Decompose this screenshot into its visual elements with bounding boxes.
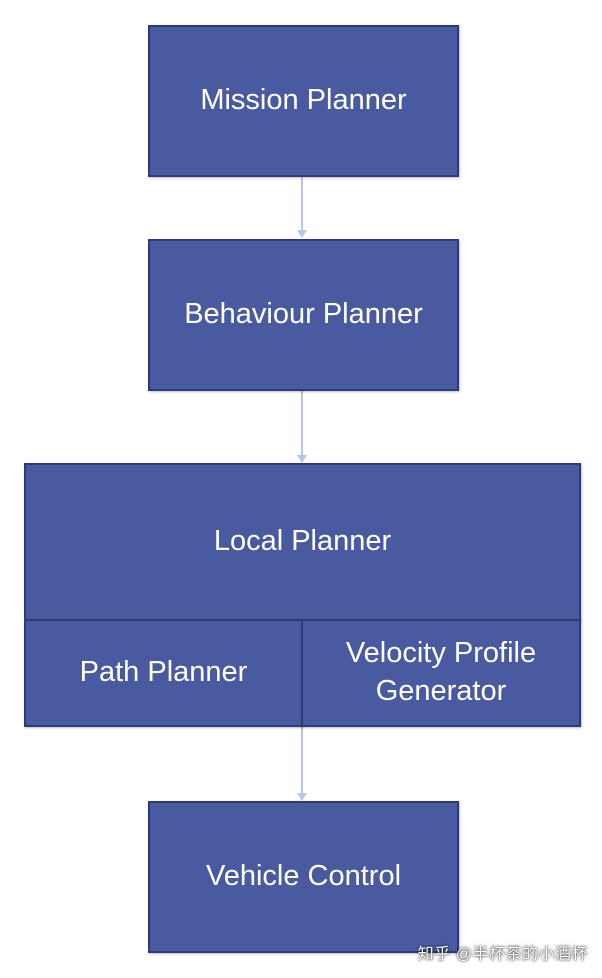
velocity-label-line-1: Velocity Profile xyxy=(345,637,537,670)
vehicle-control-node: Vehicle Control xyxy=(148,801,459,953)
edge-local-to-vehicle xyxy=(297,727,307,801)
mission-planner-label: Mission Planner xyxy=(200,84,407,117)
edge-behaviour-to-local xyxy=(297,391,307,463)
arrowhead-icon xyxy=(297,793,307,801)
path-planner-node: Path Planner xyxy=(24,619,303,727)
behaviour-planner-node: Behaviour Planner xyxy=(148,239,459,391)
watermark: 知乎 @半杯茶的小酒杯 xyxy=(417,946,588,963)
arrowhead-icon xyxy=(297,455,307,463)
path-planner-label: Path Planner xyxy=(79,656,248,689)
velocity-label-line-2: Generator xyxy=(375,675,507,707)
velocity-profile-generator-label: Velocity Profile Generator xyxy=(346,635,536,710)
arrowhead-icon xyxy=(297,230,307,238)
mission-planner-node: Mission Planner xyxy=(148,25,459,177)
behaviour-planner-label: Behaviour Planner xyxy=(184,298,423,331)
velocity-profile-generator-node: Velocity Profile Generator xyxy=(301,619,581,727)
local-planner-node: Local Planner xyxy=(24,463,581,621)
vehicle-control-label: Vehicle Control xyxy=(205,860,402,893)
local-planner-label: Local Planner xyxy=(213,525,392,558)
edge-mission-to-behaviour xyxy=(297,177,307,238)
